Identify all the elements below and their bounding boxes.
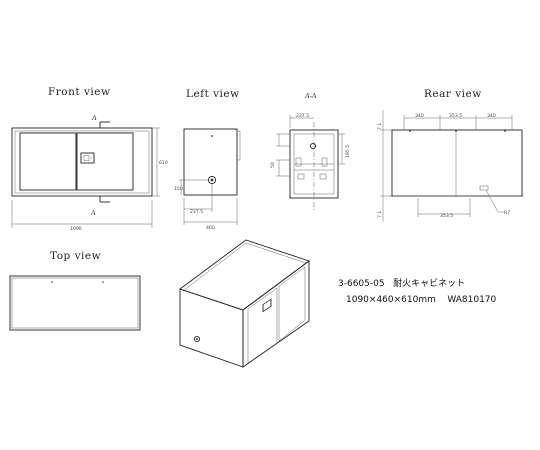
- front-outer-frame: [11, 127, 153, 197]
- left-depth-dim: 460: [206, 225, 215, 231]
- product-name: 耐火キャビネット: [393, 279, 466, 289]
- section-width-dim: 237.5: [296, 113, 309, 119]
- section-lock-icon: [309, 142, 317, 150]
- product-spec-line: 1090×460×610mm WA810170: [346, 295, 496, 305]
- iso-handle-icon: [262, 298, 272, 313]
- lock-handle-icon: [80, 152, 95, 164]
- front-right-door: [76, 132, 134, 191]
- product-code-line: 3-6605-05 耐火キャビネット: [338, 276, 465, 289]
- dial-lock-icon: [207, 175, 217, 185]
- product-size: 1090×460×610mm: [346, 295, 436, 305]
- iso-right-door: [278, 266, 306, 342]
- top-view-label: Top view: [50, 250, 101, 262]
- section-height-dim: 195.5: [345, 145, 351, 158]
- rear-right-dim: 340: [487, 113, 496, 119]
- iso-side-face: [179, 288, 244, 368]
- front-height-dim: 610: [159, 160, 168, 166]
- section-mark-bottom: A: [90, 209, 96, 217]
- rear-panel: [391, 129, 523, 197]
- svg-text:7 1: 7 1: [377, 123, 383, 130]
- rear-bottom-dim: 353.5: [440, 213, 453, 219]
- rear-view-label: Rear view: [424, 88, 482, 100]
- iso-front-face: [242, 260, 310, 368]
- section-mark-top: A: [91, 114, 97, 122]
- section-small-dim: 50: [270, 162, 276, 168]
- top-panel: [9, 275, 141, 331]
- section-view: A-A 237.5 195.5 50: [270, 92, 351, 210]
- svg-text:7 1: 7 1: [377, 211, 383, 218]
- iso-dial-icon: [193, 335, 201, 343]
- front-left-door: [19, 132, 77, 191]
- section-view-label: A-A: [304, 92, 317, 100]
- front-view-label: Front view: [48, 86, 110, 98]
- product-code: 3-6605-05: [338, 279, 385, 289]
- top-view: Top view: [9, 250, 141, 331]
- left-height-dim: 150: [174, 186, 183, 192]
- left-offset-dim: 237.5: [190, 209, 203, 215]
- rear-left-dim: 340: [415, 113, 424, 119]
- left-view: Left view 150 237.5 460: [174, 88, 241, 231]
- isometric-view: [179, 239, 310, 368]
- left-view-label: Left view: [186, 88, 240, 100]
- product-model: WA810170: [447, 295, 497, 305]
- front-width-dim: 1090: [70, 226, 82, 232]
- rear-radius-dim: R7: [504, 210, 510, 216]
- rear-mid-dim: 353.5: [449, 113, 462, 119]
- rear-view: Rear view 340 353.5 340 7 1 7 1 353.5 R7: [377, 88, 524, 222]
- front-view: Front view A A 1090 610: [11, 86, 168, 232]
- iso-left-door: [247, 287, 278, 364]
- left-side-panel: [183, 128, 238, 196]
